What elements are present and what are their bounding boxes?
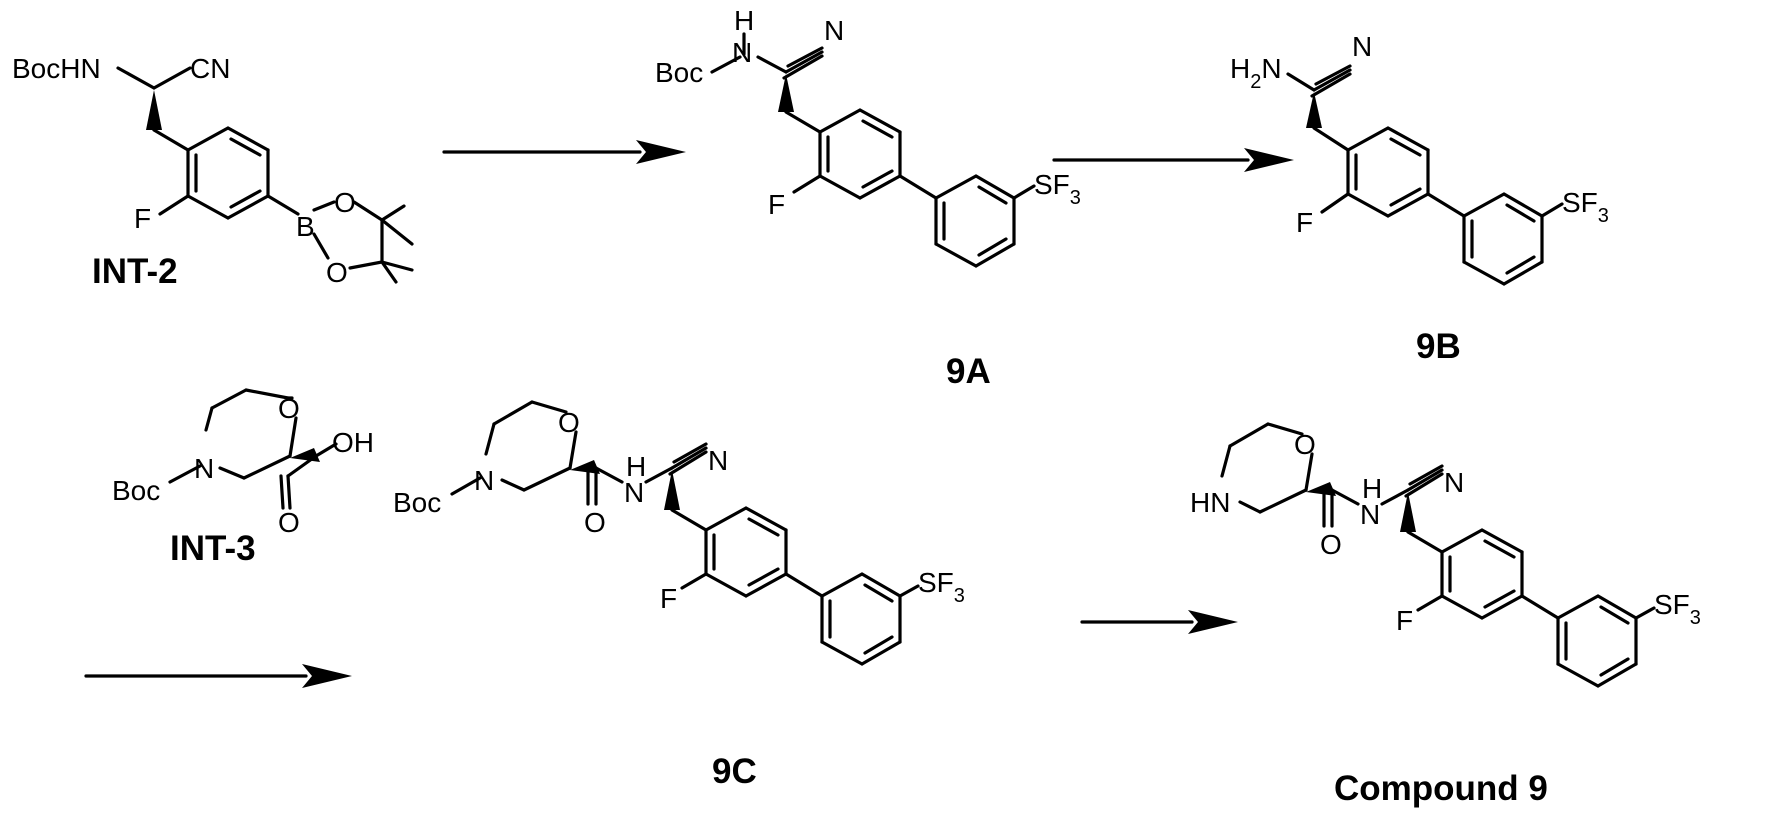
atom-sf3: SF3	[1562, 187, 1609, 227]
atom-h2n: H2N	[1230, 53, 1282, 93]
arrowhead	[636, 140, 686, 164]
molecule-compound-9: O HN H N N O F SF3 Compound 9	[1190, 424, 1701, 808]
atom-n: N	[194, 453, 214, 484]
atom-o: O	[326, 257, 348, 288]
molecule-9a: H N Boc N F SF3 9A	[655, 5, 1081, 391]
atom-boc: Boc	[655, 57, 703, 88]
hashed-wedge-bond	[1400, 492, 1416, 532]
atom-f: F	[1296, 207, 1313, 238]
reaction-arrow	[1082, 610, 1238, 634]
atom-o: O	[584, 507, 606, 538]
atom-f: F	[768, 189, 785, 220]
atom-sf3: SF3	[1654, 589, 1701, 629]
arrowhead	[1244, 148, 1294, 172]
atom-n: N	[1444, 467, 1464, 498]
atom-hn: HN	[1190, 487, 1230, 518]
reaction-arrow	[1054, 148, 1294, 172]
compound-label-9a: 9A	[946, 352, 991, 391]
molecule-9b: H2N N F SF3 9B	[1230, 31, 1609, 366]
compound-label-9c: 9C	[712, 752, 757, 791]
hashed-wedge-bond	[778, 74, 794, 112]
reaction-arrow	[86, 664, 352, 688]
atom-n: N	[1360, 499, 1380, 530]
molecule-9c: O N Boc H N N O F SF3 9C	[393, 402, 965, 791]
atom-sf3: SF3	[1034, 169, 1081, 209]
atom-o: O	[278, 507, 300, 538]
atom-sf3: SF3	[918, 567, 965, 607]
compound-label-int-2: INT-2	[92, 252, 178, 291]
atom-b: B	[296, 211, 315, 242]
atom-f: F	[1396, 605, 1413, 636]
atom-o: O	[278, 393, 300, 424]
atom-o: O	[334, 187, 356, 218]
arrowhead	[302, 664, 352, 688]
atom-boc: Boc	[393, 487, 441, 518]
atom-n: N	[1352, 31, 1372, 62]
hashed-wedge-bond	[664, 470, 680, 510]
atom-o: O	[1294, 429, 1316, 460]
atom-o: O	[558, 407, 580, 438]
atom-n: N	[474, 465, 494, 496]
atom-o: O	[1320, 529, 1342, 560]
atom-cn: CN	[190, 53, 230, 84]
atom-n: N	[824, 15, 844, 46]
hashed-wedge-bond	[146, 90, 162, 130]
atom-oh: OH	[332, 427, 374, 458]
molecule-int-3: O N Boc OH O INT-3	[112, 390, 374, 568]
reaction-arrow	[444, 140, 686, 164]
atom-bochn: BocHN	[12, 53, 101, 84]
atom-f: F	[134, 203, 151, 234]
compound-label-compound-9: Compound 9	[1334, 769, 1548, 808]
atom-f: F	[660, 583, 677, 614]
compound-label-int-3: INT-3	[170, 529, 256, 568]
atom-n: N	[624, 477, 644, 508]
atom-n: N	[732, 37, 752, 68]
molecule-int-2: BocHN CN F B O O INT-2	[12, 53, 412, 291]
hashed-wedge-bond	[1306, 92, 1322, 128]
atom-h: H	[734, 5, 754, 36]
arrowhead	[1188, 610, 1238, 634]
atom-n: N	[708, 445, 728, 476]
compound-label-9b: 9B	[1416, 327, 1461, 366]
atom-boc: Boc	[112, 475, 160, 506]
